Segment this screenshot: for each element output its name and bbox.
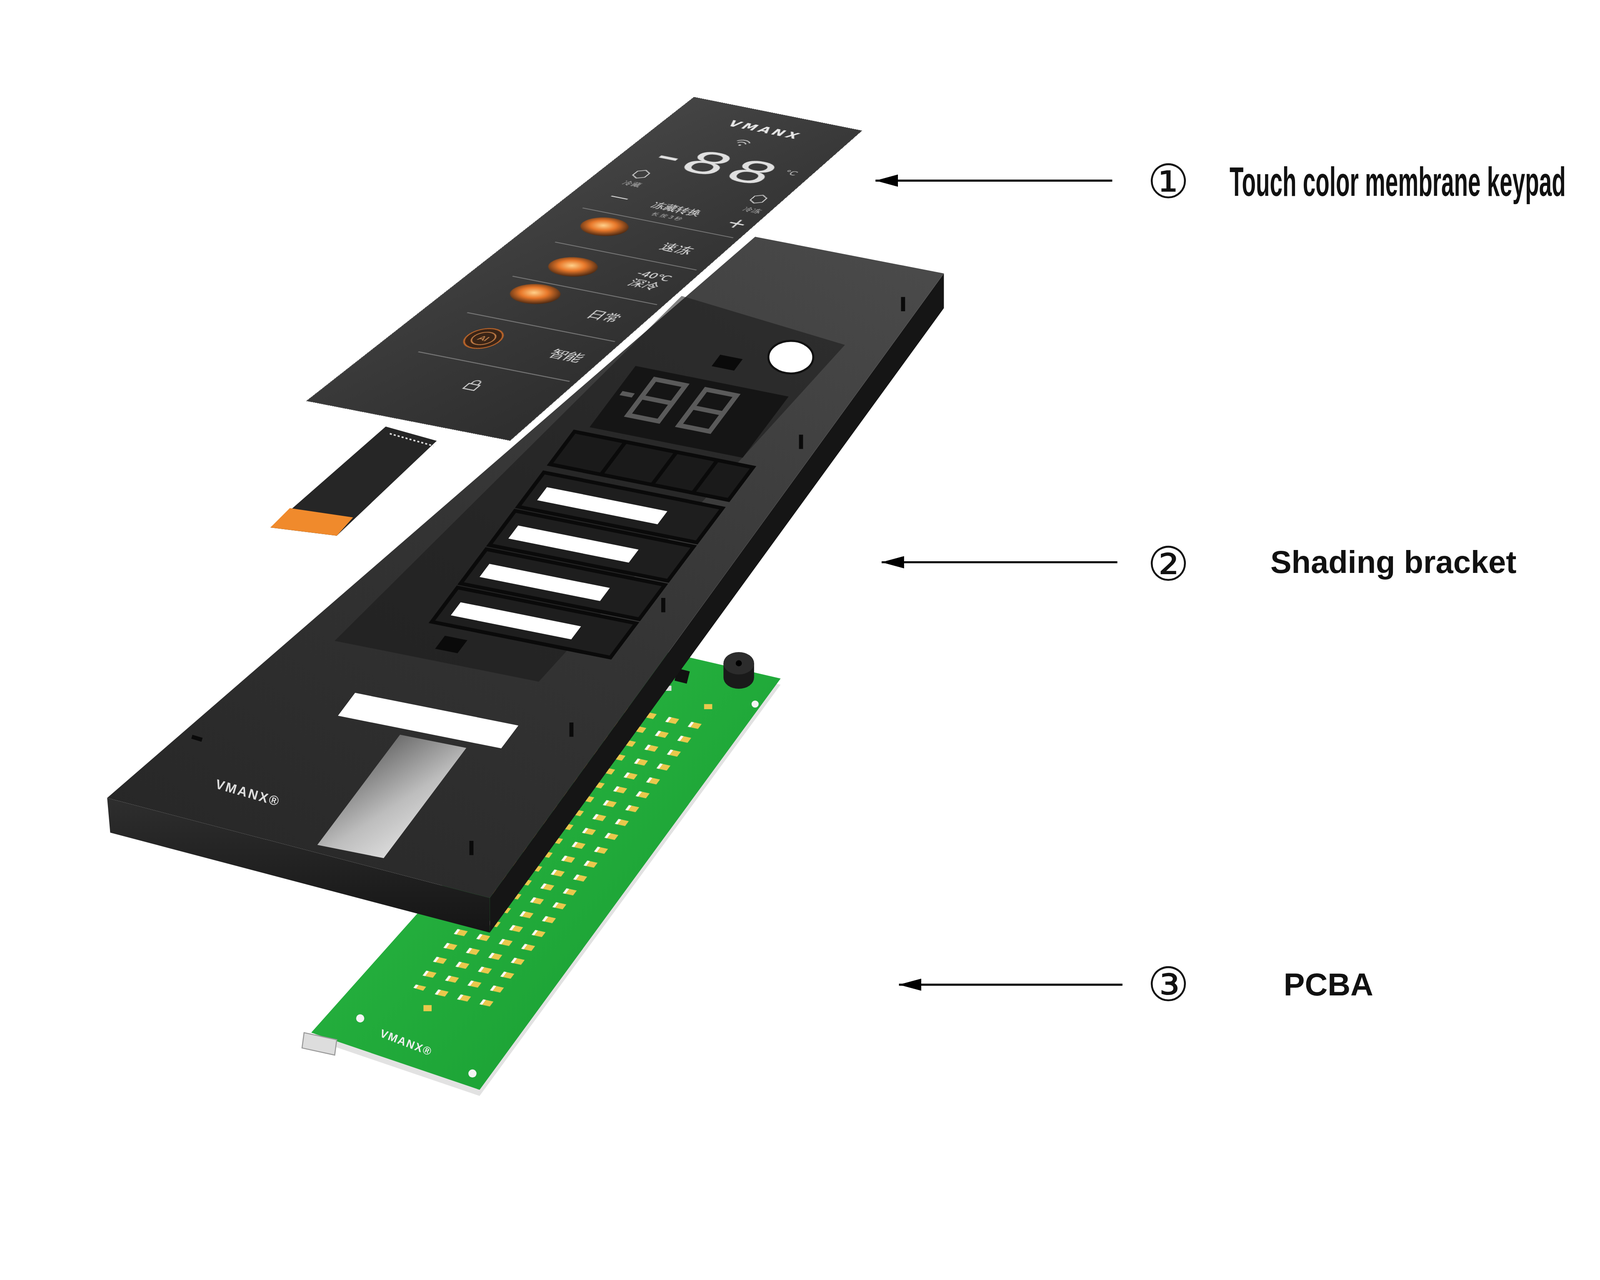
black-square — [711, 354, 743, 371]
flex-contact-tip — [270, 508, 353, 536]
food-image — [572, 214, 637, 240]
buzzer-hole — [735, 660, 743, 667]
food-image — [540, 253, 606, 280]
callout-number: ① — [1147, 158, 1190, 206]
part-name: PCBA — [1283, 968, 1374, 1001]
mount-hole — [356, 1014, 365, 1023]
leader-arrow — [899, 983, 1123, 986]
silver-plate — [317, 734, 467, 858]
ai-icon-ring — [456, 325, 511, 351]
wire-connector — [302, 1032, 337, 1055]
keypad-sheet — [306, 97, 863, 441]
lock-icon-shackle — [471, 380, 483, 385]
leader-arrow — [881, 561, 1118, 564]
leader-arrow — [875, 179, 1113, 182]
bracket-hole — [768, 340, 814, 374]
buzzer-top — [723, 652, 754, 675]
black-square — [435, 635, 468, 654]
separator-lines — [405, 207, 733, 382]
hexagon-icon — [630, 169, 652, 180]
leader-arrows — [875, 180, 1123, 985]
flex-tail — [270, 426, 437, 536]
lock-icon-body — [463, 383, 480, 391]
food-image — [501, 280, 569, 308]
hexagon-icon — [747, 194, 769, 205]
callout-number: ② — [1147, 540, 1190, 588]
wifi-dot — [737, 144, 742, 146]
wifi-icon — [735, 139, 752, 145]
flex-perforation — [390, 433, 434, 446]
open-window — [337, 692, 519, 749]
callout-number: ③ — [1147, 961, 1190, 1009]
flex-cable — [270, 426, 437, 536]
grid-divider — [600, 441, 718, 493]
digit-cutout — [607, 375, 737, 432]
part-name: Shading bracket — [1270, 546, 1517, 578]
smd-part — [423, 1005, 432, 1012]
slot-frame — [431, 587, 636, 658]
part-name: Touch color membrane keypad — [1229, 161, 1566, 203]
light-slot — [450, 602, 581, 640]
smd-part — [704, 704, 713, 710]
mount-hole — [468, 1069, 477, 1078]
mount-hole — [751, 700, 759, 708]
ai-icon-inner — [466, 330, 501, 347]
